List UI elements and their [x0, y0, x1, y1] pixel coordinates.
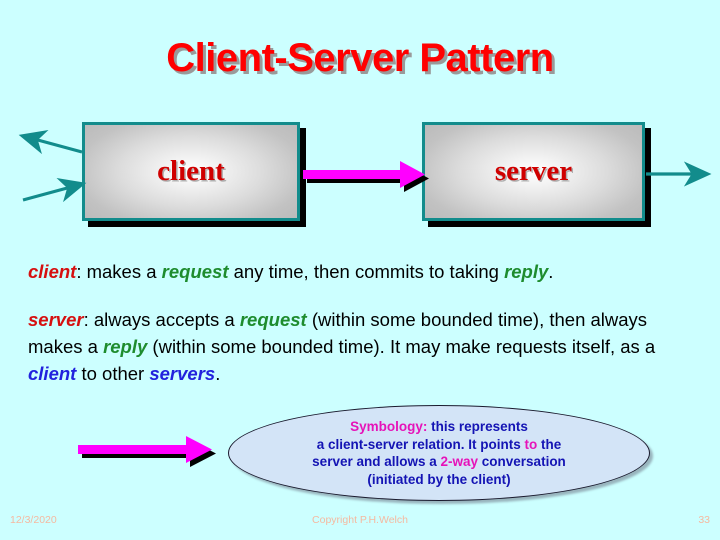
incoming-reply-arrow-left — [18, 129, 83, 155]
server-box[interactable]: server — [422, 122, 645, 221]
symbology-line4: (initiated by the client) — [367, 471, 511, 487]
client-box[interactable]: client — [82, 122, 300, 221]
symbology-line3-b: conversation — [478, 454, 566, 469]
server-box-label: server — [494, 155, 573, 187]
client-text-1: makes a — [86, 261, 162, 282]
client-text-3: . — [548, 261, 554, 282]
server-keyword-client: client — [28, 363, 77, 384]
symbology-callout: Symbology: this represents a client-serv… — [228, 405, 650, 501]
footer-page-number: 33 — [698, 514, 710, 526]
symbology-line1-rest: this represents — [427, 419, 528, 434]
client-description: client: makes a request any time, then c… — [28, 258, 700, 285]
symbology-text: Symbology: this represents a client-serv… — [249, 418, 629, 488]
server-keyword-request: request — [239, 309, 307, 330]
client-keyword-request: request — [161, 261, 229, 282]
symbology-line2-b: the — [537, 436, 562, 452]
symbology-line3-highlight: 2-way — [440, 454, 479, 469]
footer-date: 12/3/2020 — [10, 514, 57, 526]
client-to-server-arrow — [303, 161, 429, 192]
server-text-1: always accepts a — [93, 309, 240, 330]
symbology-line2-a: a client-server relation. It points — [316, 436, 525, 452]
symbology-line2-highlight: to — [524, 436, 538, 452]
client-box-label: client — [157, 155, 225, 187]
client-text-2: any time, then commits to taking — [228, 261, 505, 282]
symbology-line3-a: server and allows a — [312, 454, 441, 469]
server-description: server: always accepts a request (within… — [28, 306, 700, 387]
symbology-lead: Symbology: — [350, 419, 428, 434]
server-text-5: . — [215, 363, 221, 384]
client-keyword-reply: reply — [504, 261, 549, 282]
footer-copyright: Copyright P.H.Welch — [312, 514, 408, 526]
server-text-2: (within some bounded time), then always … — [28, 309, 648, 357]
client-term: client — [28, 261, 77, 282]
server-text-3: (within some bounded time). It may make … — [147, 336, 656, 357]
server-text-4: to other — [76, 363, 150, 384]
symbology-legend-arrow — [78, 436, 216, 467]
incoming-request-arrow-left — [22, 177, 87, 203]
server-term: server — [28, 309, 84, 330]
server-keyword-servers: servers — [149, 363, 216, 384]
server-sep: : — [83, 309, 94, 330]
page-title: Client-Server Pattern — [166, 36, 554, 80]
client-sep: : — [76, 261, 87, 282]
server-keyword-reply: reply — [103, 336, 148, 357]
